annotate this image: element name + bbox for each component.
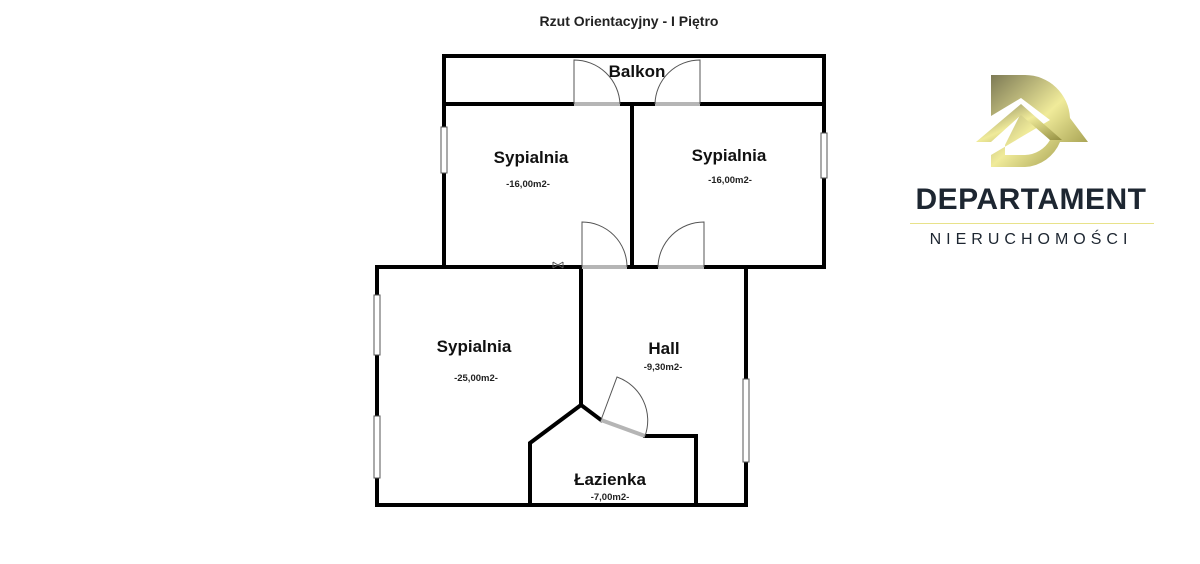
logo-mark-icon [976, 74, 1088, 167]
room-area-bedroom-1: -16,00m2- [506, 179, 550, 190]
room-area-bathroom: -7,00m2- [591, 492, 630, 503]
room-label-hall: Hall [648, 339, 679, 358]
logo-wordmark: DEPARTAMENT [915, 183, 1147, 216]
walls [375, 54, 826, 507]
room-area-bedroom-3: -25,00m2- [454, 373, 498, 384]
room-area-hall: -9,30m2- [644, 362, 683, 373]
logo-divider [910, 223, 1154, 224]
doors [552, 59, 705, 438]
room-label-bedroom-1: Sypialnia [494, 148, 569, 167]
room-area-bedroom-2: -16,00m2- [708, 175, 752, 186]
room-label-bedroom-3: Sypialnia [437, 337, 512, 356]
room-label-bathroom: Łazienka [574, 470, 646, 489]
windows [373, 126, 828, 479]
room-label-balkon: Balkon [609, 62, 666, 81]
room-label-bedroom-2: Sypialnia [692, 146, 767, 165]
plan-title: Rzut Orientacyjny - I Piętro [540, 13, 719, 29]
logo-subtitle: NIERUCHOMOŚCI [929, 231, 1133, 248]
